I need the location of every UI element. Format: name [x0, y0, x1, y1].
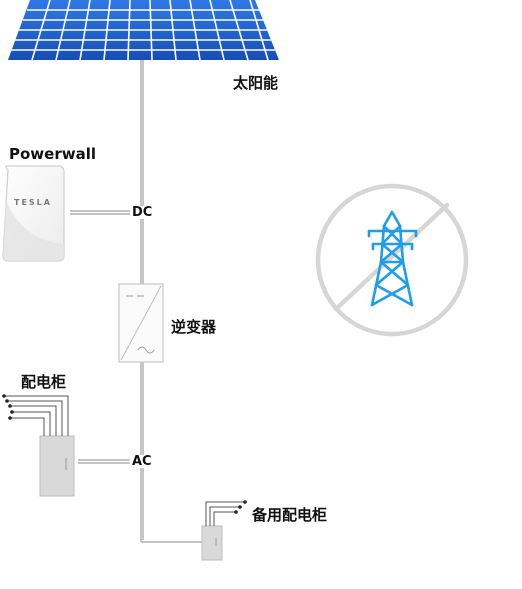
ac-label: AC — [130, 454, 154, 469]
dc-label: DC — [130, 205, 155, 220]
solar-panel-icon — [8, 0, 279, 61]
power-tower-icon — [367, 210, 418, 307]
backup-panel-icon — [201, 500, 247, 561]
distribution-panel-icon — [2, 394, 75, 497]
powerwall-label: Powerwall — [9, 145, 96, 163]
tesla-logo: TESLA — [14, 198, 52, 207]
inverter-icon — [118, 283, 164, 363]
distribution-panel-label: 配电柜 — [21, 373, 67, 391]
backup-panel-label: 备用配电柜 — [252, 506, 328, 524]
inverter-label: 逆变器 — [171, 318, 217, 336]
powerwall-icon: TESLA — [2, 165, 65, 262]
solar-label: 太阳能 — [233, 74, 279, 92]
prohibited-icon — [315, 183, 469, 337]
